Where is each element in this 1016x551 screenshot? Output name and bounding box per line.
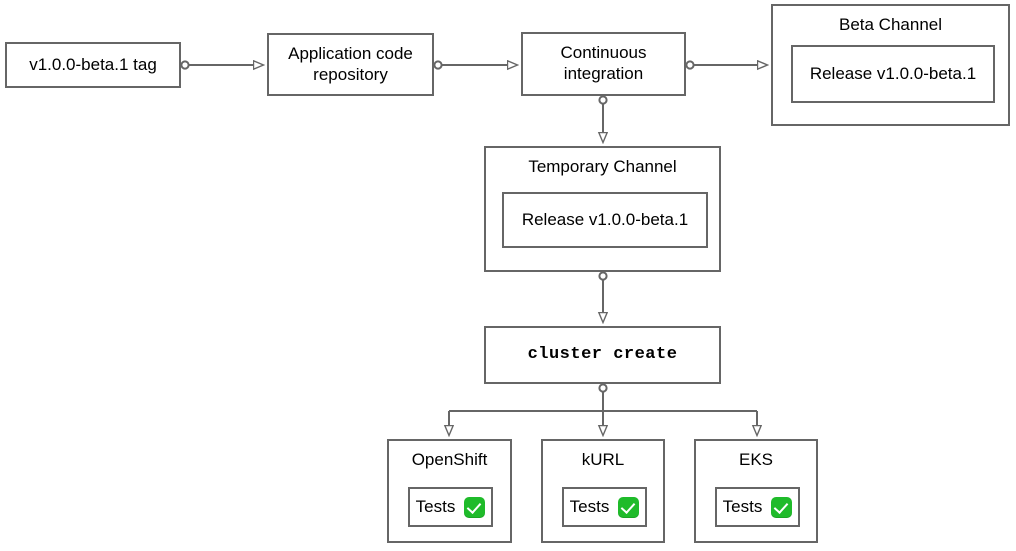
node-temporary-channel-release[interactable]: Release v1.0.0-beta.1 (502, 192, 708, 248)
node-application-code-repository[interactable]: Application code repository (267, 33, 434, 96)
check-mark-button-icon (464, 496, 486, 518)
node-eks-tests[interactable]: Tests (715, 487, 800, 527)
node-eks-tests-label: Tests (722, 496, 763, 516)
node-tag[interactable]: v1.0.0-beta.1 tag (5, 42, 181, 88)
node-openshift[interactable]: OpenShift Tests (387, 439, 512, 543)
check-mark-button-icon (618, 496, 640, 518)
node-cluster-create-label: cluster create (527, 344, 678, 364)
node-kurl[interactable]: kURL Tests (541, 439, 665, 543)
node-openshift-tests[interactable]: Tests (408, 487, 493, 527)
node-beta-channel-release-label: Release v1.0.0-beta.1 (809, 63, 977, 83)
node-application-code-repository-label: Application code repository (288, 43, 413, 84)
node-beta-channel-release[interactable]: Release v1.0.0-beta.1 (791, 45, 995, 103)
node-tag-label: v1.0.0-beta.1 tag (29, 54, 157, 74)
node-beta-channel-title: Beta Channel (838, 15, 943, 34)
node-kurl-tests[interactable]: Tests (562, 487, 647, 527)
node-temporary-channel[interactable]: Temporary Channel Release v1.0.0-beta.1 (484, 146, 721, 272)
node-continuous-integration-label: Continuous integration (560, 43, 647, 83)
node-kurl-title: kURL (581, 450, 625, 469)
node-beta-channel[interactable]: Beta Channel Release v1.0.0-beta.1 (771, 4, 1010, 126)
node-openshift-tests-label: Tests (415, 496, 456, 516)
node-temporary-channel-release-label: Release v1.0.0-beta.1 (521, 209, 689, 229)
node-continuous-integration[interactable]: Continuous integration (521, 32, 686, 96)
node-eks-title: EKS (738, 450, 774, 469)
node-eks[interactable]: EKS Tests (694, 439, 818, 543)
check-mark-button-icon (771, 496, 793, 518)
node-kurl-tests-label: Tests (569, 496, 610, 516)
node-openshift-title: OpenShift (411, 450, 488, 469)
node-temporary-channel-title: Temporary Channel (528, 157, 677, 176)
node-cluster-create[interactable]: cluster create (484, 326, 721, 384)
